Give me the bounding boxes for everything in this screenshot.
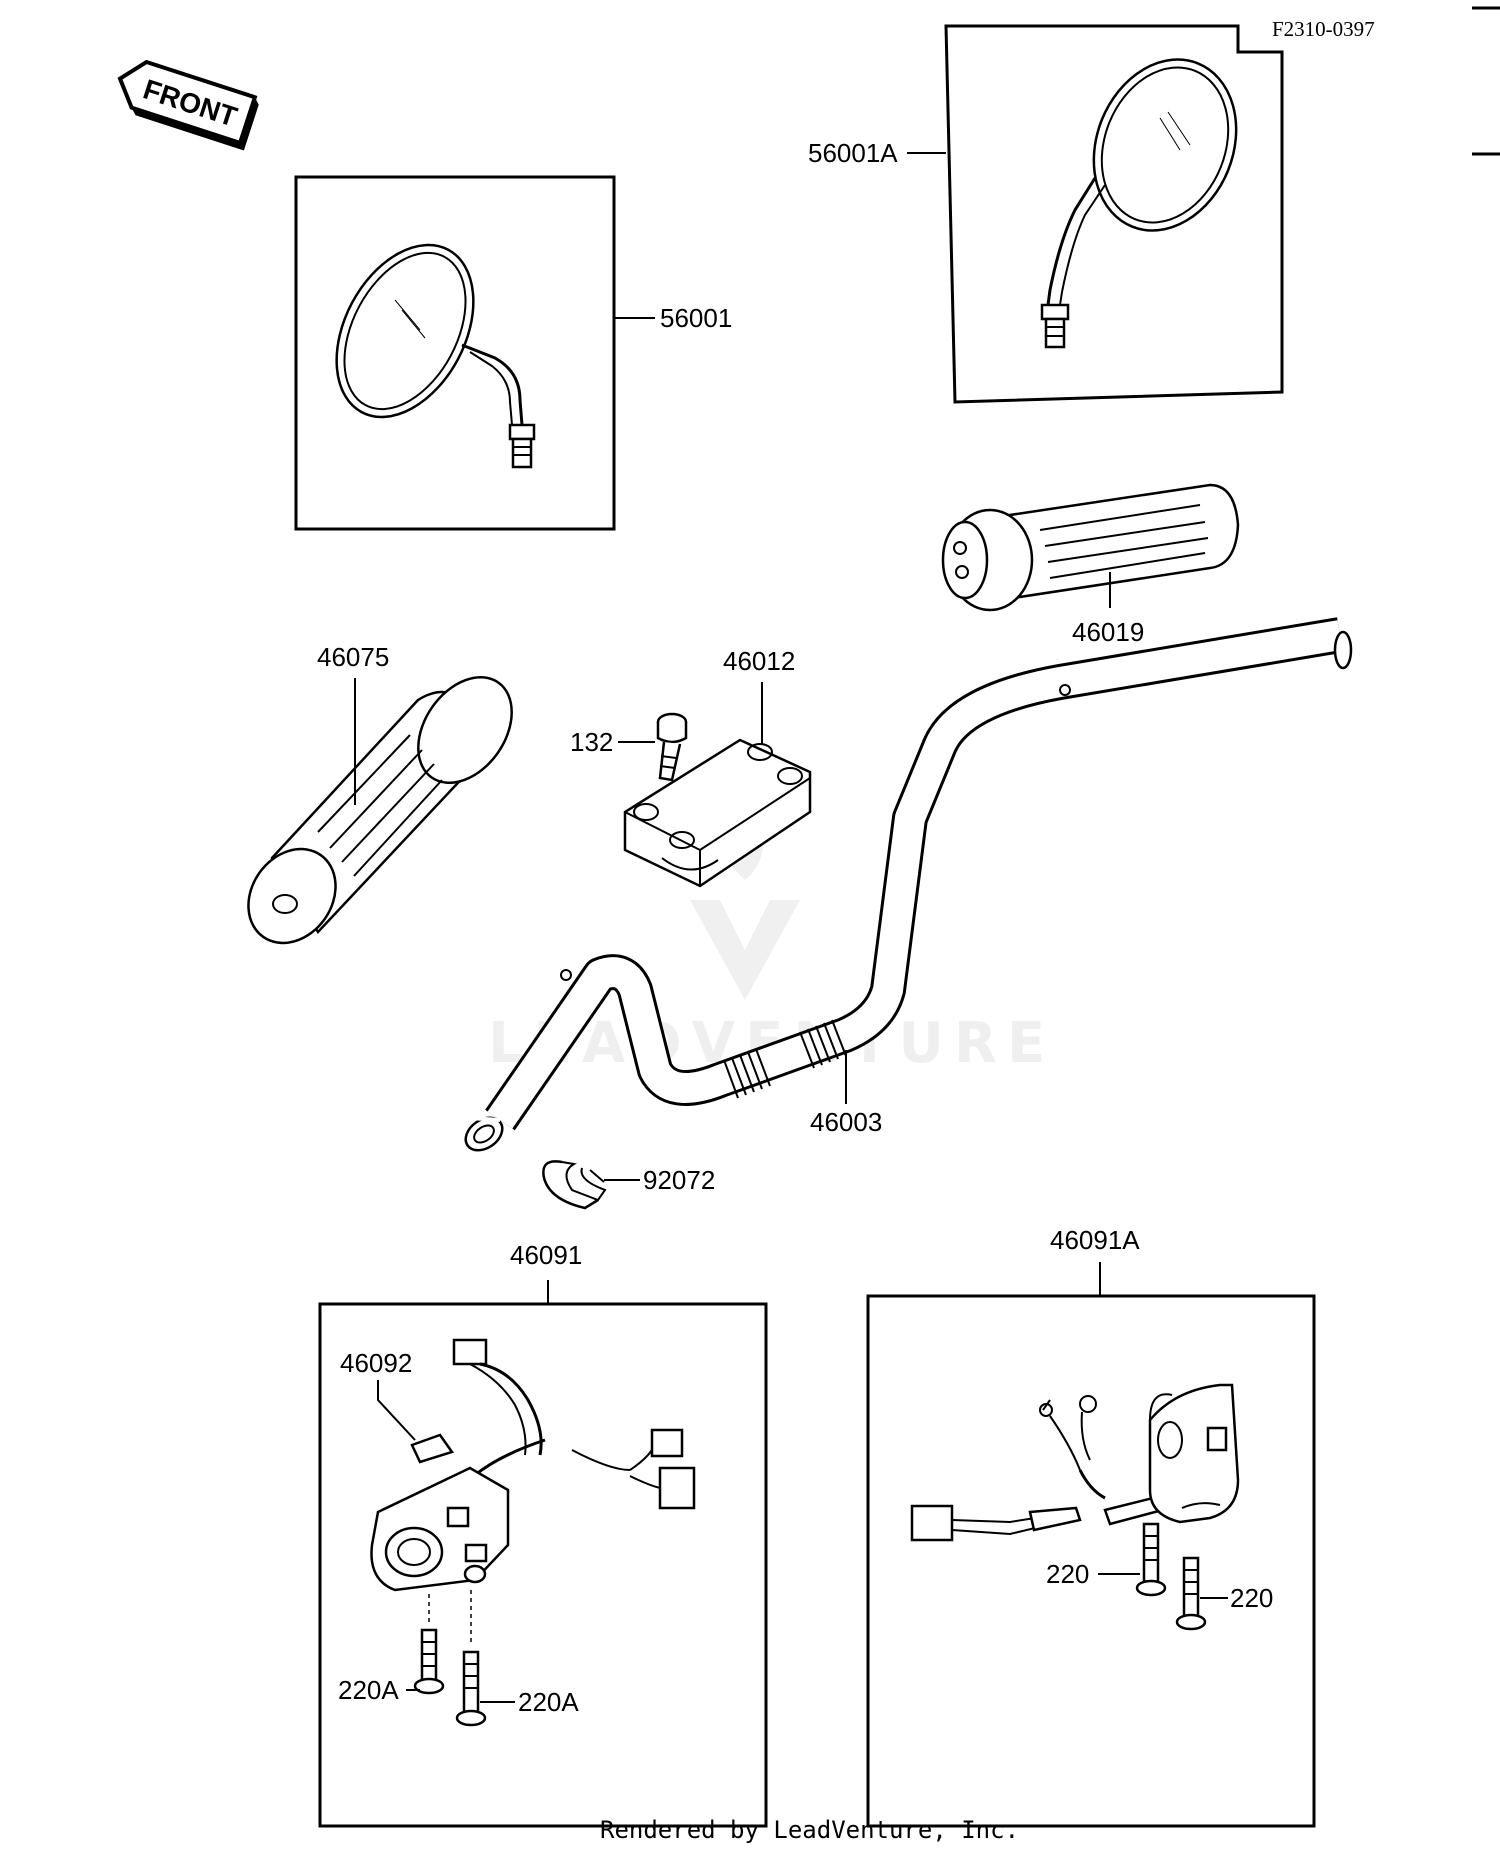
switch-left-label: 46091 bbox=[510, 1240, 582, 1270]
grip-left-icon bbox=[247, 675, 513, 945]
diagram-code: F2310-0397 bbox=[1272, 17, 1375, 41]
grip-right-group: 46019 bbox=[941, 483, 1240, 647]
switch-right-screw-a-icon bbox=[1135, 1522, 1167, 1597]
switch-left-screw-a-icon bbox=[413, 1628, 445, 1695]
switch-left-group: 46091 bbox=[318, 1240, 768, 1828]
switch-right-screw-b-icon bbox=[1175, 1556, 1207, 1631]
switch-left-lever-leader bbox=[377, 1380, 416, 1441]
switch-right-box bbox=[866, 1294, 1316, 1828]
switch-left-screw-a-label: 220A bbox=[338, 1675, 399, 1705]
switch-left-icon bbox=[370, 1338, 696, 1727]
switch-right-group: 46091A bbox=[866, 1225, 1316, 1828]
grip-left-group: 46075 bbox=[247, 642, 513, 945]
switch-right-label: 46091A bbox=[1050, 1225, 1140, 1255]
handlebar-icon bbox=[464, 617, 1353, 1152]
front-arrow-icon: FRONT bbox=[117, 59, 259, 151]
handlebar-knurl-icon bbox=[723, 1019, 847, 1099]
mirror-left-icon bbox=[335, 243, 536, 469]
mirror-right-icon bbox=[1040, 58, 1238, 349]
switch-left-lever-label: 46092 bbox=[340, 1348, 412, 1378]
switch-right-screw-a-label: 220 bbox=[1046, 1559, 1089, 1589]
holder-icon bbox=[623, 738, 812, 888]
footer-credit: Rendered by LeadVenture, Inc. bbox=[600, 1816, 1019, 1844]
grip-left-label: 46075 bbox=[317, 642, 389, 672]
switch-left-screw-b-label: 220A bbox=[518, 1687, 579, 1717]
grip-right-icon bbox=[941, 483, 1240, 612]
mirror-left-label: 56001 bbox=[660, 303, 732, 333]
mirror-right-group: 56001A bbox=[808, 24, 1284, 404]
clamp-icon bbox=[542, 1160, 607, 1210]
switch-right-icon bbox=[910, 1383, 1240, 1631]
bolt-holder-icon bbox=[656, 712, 688, 782]
mirror-right-box bbox=[944, 24, 1284, 404]
mirror-right-label: 56001A bbox=[808, 138, 898, 168]
holder-group: 46012 132 bbox=[570, 646, 812, 888]
clamp-group: 92072 bbox=[542, 1160, 715, 1210]
clamp-label: 92072 bbox=[643, 1165, 715, 1195]
mirror-left-box bbox=[294, 175, 616, 531]
handlebar-label: 46003 bbox=[810, 1107, 882, 1137]
mirror-left-group: 56001 bbox=[294, 175, 732, 531]
grip-right-label: 46019 bbox=[1072, 617, 1144, 647]
bolt-holder-label: 132 bbox=[570, 727, 613, 757]
handlebar-group: 46003 bbox=[464, 617, 1353, 1152]
holder-label: 46012 bbox=[723, 646, 795, 676]
switch-left-box bbox=[318, 1302, 768, 1828]
switch-left-screw-b-icon bbox=[455, 1650, 487, 1727]
switch-right-screw-b-label: 220 bbox=[1230, 1583, 1273, 1613]
